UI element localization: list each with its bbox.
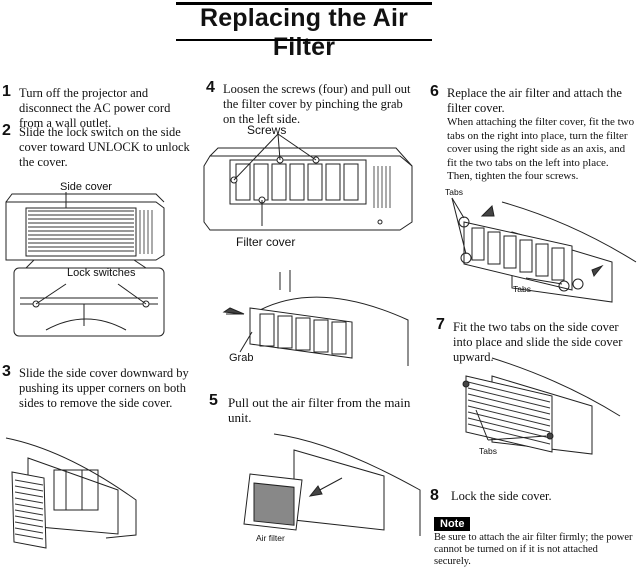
- step-4-text: Loosen the screws (four) and pull out th…: [223, 82, 411, 126]
- side-cover-label: Side cover: [60, 181, 112, 193]
- note-badge: Note: [434, 517, 471, 531]
- step-6-detail: When attaching the filter cover, fit the…: [447, 116, 635, 182]
- attach-filter-cover-illustration: [451, 197, 637, 303]
- pull-filter-cover-illustration: [222, 270, 409, 366]
- tabs-s7-label: Tabs: [479, 446, 497, 456]
- grab-label: Grab: [229, 352, 254, 364]
- step-1-text: Turn off the projector and disconnect th…: [19, 86, 171, 130]
- pull-air-filter-illustration: [243, 433, 421, 536]
- step-2-number: 2: [2, 122, 11, 139]
- step-8-text: Lock the side cover.: [451, 489, 552, 503]
- step-1-number: 1: [2, 83, 11, 100]
- screws-label: Screws: [247, 123, 287, 137]
- side-cover-illustration: [5, 192, 165, 337]
- step-5-text: Pull out the air filter from the main un…: [228, 395, 411, 425]
- step-3-text: Slide the side cover downward by pushing…: [19, 366, 189, 410]
- note-text: Be sure to attach the air filter firmly;…: [434, 532, 633, 567]
- step-8-number: 8: [430, 487, 439, 504]
- title-rule: [176, 39, 432, 41]
- step-2-text: Slide the lock switch on the side cover …: [19, 125, 190, 169]
- step-6-number: 6: [430, 83, 439, 100]
- filter-cover-illustration: [203, 133, 413, 231]
- step-6-text: Replace the air filter and attach the fi…: [447, 86, 622, 115]
- tabs-top-label: Tabs: [445, 187, 463, 197]
- lock-switches-label: Lock switches: [67, 267, 136, 279]
- filter-cover-label: Filter cover: [236, 235, 296, 249]
- title-frame: [176, 2, 432, 43]
- air-filter-label: Air filter: [256, 533, 285, 543]
- tabs-bottom-label: Tabs: [513, 284, 531, 294]
- step-7-number: 7: [436, 316, 445, 333]
- remove-side-cover-illustration: [5, 437, 137, 549]
- step-5-number: 5: [209, 392, 218, 409]
- page-title: Replacing the Air Filter: [199, 4, 409, 61]
- refit-side-cover-illustration: [462, 357, 621, 455]
- step-7-text: Fit the two tabs on the side cover into …: [453, 320, 623, 364]
- step-4-number: 4: [206, 79, 215, 96]
- step-3-number: 3: [2, 363, 11, 380]
